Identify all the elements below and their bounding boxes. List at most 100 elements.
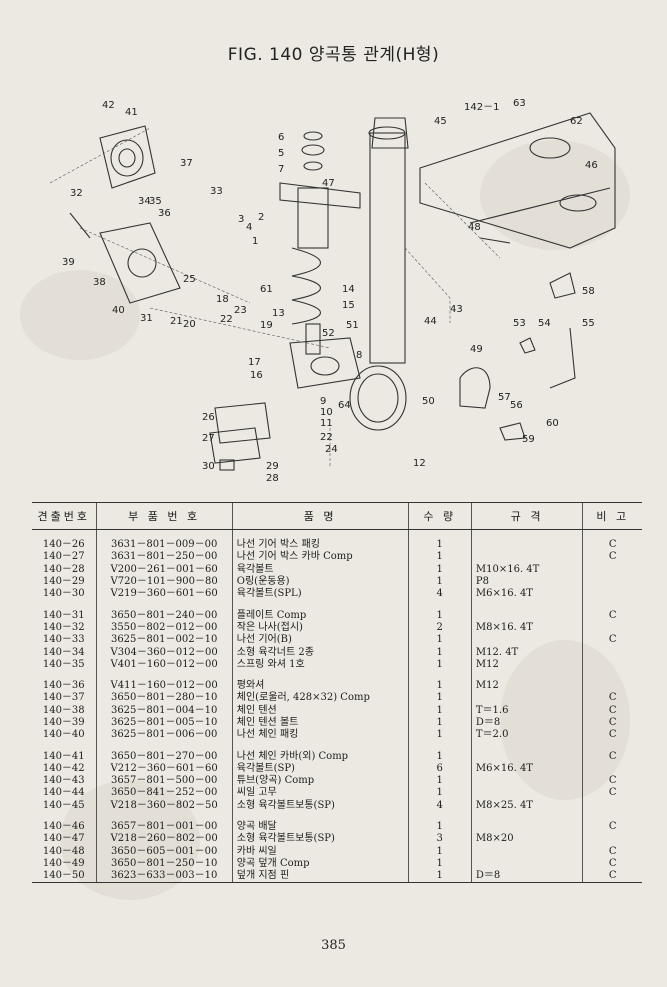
cell-spec: M12. 4T (470, 646, 583, 659)
cell-spec (470, 692, 583, 705)
cell-spec: D＝8 (470, 716, 583, 730)
spacer-cell (470, 811, 583, 821)
cell-name: 스프링 와셔 1호 (231, 658, 409, 671)
cell-part: 3650－801－270－00 (95, 750, 233, 763)
cell-qty: 1 (407, 539, 472, 552)
cell-qty: 1 (407, 857, 472, 871)
cell-qty: 1 (407, 729, 472, 742)
callout-label: 39 (62, 257, 75, 268)
callout-label: 58 (582, 286, 595, 297)
cell-note: C (582, 857, 642, 871)
cell-qty: 1 (407, 658, 472, 671)
cell-name: 소형 육각볼트보통(SP) (231, 799, 409, 812)
cell-spec (470, 845, 583, 858)
cell-no: 140－39 (42, 717, 85, 728)
callout-label: 60 (546, 418, 559, 429)
spacer-cell (95, 811, 233, 821)
spacer-cell (95, 670, 233, 680)
callout-label: 38 (93, 277, 106, 288)
spacer-cell (470, 741, 583, 751)
cell-no: 140－47 (42, 833, 85, 845)
callout-label: 50 (422, 396, 435, 407)
spacer-cell (32, 671, 96, 680)
callout-label: 7 (278, 164, 284, 175)
cell-part: 3657－801－500－00 (95, 775, 233, 788)
callout-label: 48 (468, 222, 481, 233)
cell-part: V218－260－802－00 (95, 833, 233, 846)
parts-drawing: 42 41 37 33 34 35 36 32 39 38 40 31 21 2… (49, 98, 616, 484)
cell-name: 양곡 덮개 Comp (231, 857, 409, 871)
cell-no: 140－37 (42, 692, 85, 704)
callout-label: 16 (250, 370, 263, 381)
spacer-cell (32, 600, 96, 609)
callout-label: 47 (322, 178, 335, 189)
cell-part: 3650－841－252－00 (95, 787, 233, 800)
cell-name: 육각볼트(SP) (231, 762, 409, 776)
cell-no: 140－30 (42, 588, 85, 600)
callout-label: 43 (450, 304, 463, 315)
cell-spec: M12 (470, 658, 583, 671)
callout-label: 17 (248, 357, 261, 368)
cell-no: 140－29 (42, 576, 85, 588)
cell-spec (470, 539, 583, 552)
callout-label: 23 (234, 305, 247, 316)
spacer-cell (407, 600, 472, 610)
callout-label: 12 (413, 458, 426, 469)
cell-note (582, 646, 642, 659)
callout-label: 53 (513, 318, 526, 329)
cell-name: 나선 체인 카바(외) Comp (231, 750, 409, 763)
callout-label: 62 (570, 116, 583, 127)
cell-part: 3631－801－250－00 (95, 551, 233, 564)
callout-label: 18 (216, 294, 229, 305)
cell-no: 140－46 (42, 821, 85, 833)
callout-label: 32 (70, 188, 83, 199)
cell-spec: M8×20 (470, 833, 583, 846)
spacer-cell (231, 600, 409, 610)
spacer-cell (407, 741, 472, 751)
callout-label: 61 (260, 284, 273, 295)
callout-label: 25 (183, 274, 196, 285)
cell-part: 3650－605－001－00 (95, 845, 233, 858)
callout-label: 21 (170, 316, 183, 327)
cell-note (582, 799, 642, 812)
callout-label: 3 (238, 214, 244, 225)
cell-qty: 1 (407, 716, 472, 730)
cell-spec: T＝2.0 (470, 729, 583, 742)
spacer-cell (582, 741, 642, 751)
cell-no: 140－38 (42, 704, 85, 716)
callout-label: 51 (346, 320, 359, 331)
cell-spec (470, 551, 583, 564)
col-header-note: 비 고 (582, 502, 642, 530)
callout-label: 37 (180, 158, 193, 169)
cell-part: V401－160－012－00 (95, 658, 233, 671)
cell-note: C (582, 692, 642, 705)
col-header-name: 품 명 (231, 502, 409, 530)
callout-label: 1 (252, 236, 258, 247)
cell-part: V304－360－012－00 (95, 646, 233, 659)
cell-qty: 4 (407, 588, 472, 601)
cell-qty: 1 (407, 575, 472, 589)
cell-no: 140－35 (42, 658, 85, 670)
spacer-cell (231, 741, 409, 751)
cell-qty: 1 (407, 870, 472, 884)
spacer-cell (582, 600, 642, 610)
cell-spec: M6×16. 4T (470, 588, 583, 601)
callout-label: 57 (498, 392, 511, 403)
spacer-cell (470, 670, 583, 680)
cell-spec (470, 820, 583, 834)
cell-part: V411－160－012－00 (95, 679, 233, 693)
cell-qty: 1 (407, 646, 472, 659)
cell-note (582, 621, 642, 635)
col-header-qty: 수 량 (407, 502, 472, 530)
cell-spec (470, 750, 583, 763)
